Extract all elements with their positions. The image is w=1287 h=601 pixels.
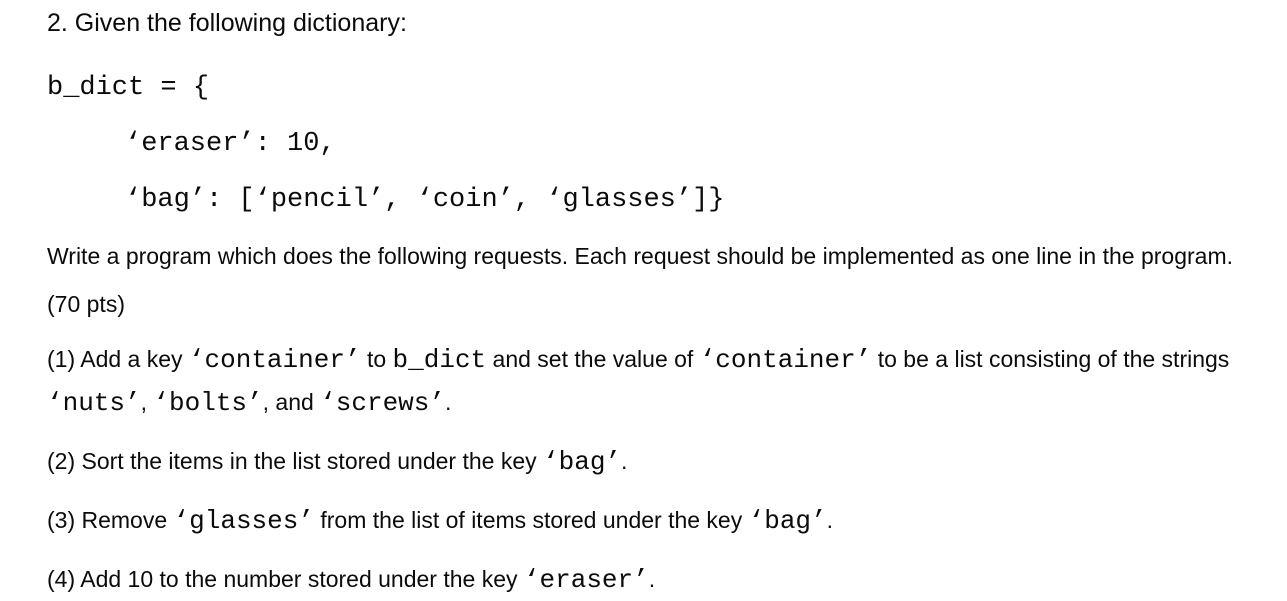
code-line-eraser-entry: ‘eraser’: 10, xyxy=(125,129,336,159)
code-token: ‘eraser’ xyxy=(523,565,649,595)
code-token: ‘container’ xyxy=(699,345,872,375)
text-run: . xyxy=(445,389,452,415)
code-token: ‘nuts’ xyxy=(47,388,141,418)
text-run: to xyxy=(360,346,393,372)
request-4: (4) Add 10 to the number stored under th… xyxy=(47,558,1247,601)
code-token: ‘screws’ xyxy=(320,388,445,418)
text-run: (2) Sort the items in the list stored un… xyxy=(47,448,544,474)
text-run: , xyxy=(140,389,154,415)
code-token: ‘bag’ xyxy=(543,447,622,477)
instructions-paragraph: Write a program which does the following… xyxy=(47,243,1234,317)
text-run: to be a list consisting of the strings xyxy=(871,346,1230,372)
code-line-dict-open: b_dict = { xyxy=(47,73,210,103)
code-token: ‘bolts’ xyxy=(153,388,263,418)
text-run: (1) Add a key xyxy=(47,346,189,372)
code-block: b_dict = { ‘eraser’: 10, ‘bag’: [‘pencil… xyxy=(47,60,1247,228)
text-run: , and xyxy=(262,389,321,415)
code-token: ‘container’ xyxy=(188,345,361,375)
text-run: . xyxy=(648,566,656,592)
text-run: . xyxy=(826,507,834,533)
text-run: (4) Add 10 to the number stored under th… xyxy=(47,566,524,592)
code-token: ‘bag’ xyxy=(748,506,827,536)
request-3: (3) Remove ‘glasses’ from the list of it… xyxy=(47,499,1247,542)
code-token: ‘glasses’ xyxy=(173,506,314,536)
code-line-bag-entry: ‘bag’: [‘pencil’, ‘coin’, ‘glasses’]} xyxy=(125,185,725,215)
request-2: (2) Sort the items in the list stored un… xyxy=(47,440,1247,483)
text-run: (3) Remove xyxy=(47,507,174,533)
text-run: and set the value of xyxy=(486,346,700,372)
code-token: b_dict xyxy=(392,345,487,375)
text-run: from the list of items stored under the … xyxy=(313,507,749,533)
text-run: . xyxy=(621,448,628,474)
request-1: (1) Add a key ‘container’ to b_dict and … xyxy=(47,338,1247,424)
question-heading: 2. Given the following dictionary: xyxy=(47,9,407,37)
